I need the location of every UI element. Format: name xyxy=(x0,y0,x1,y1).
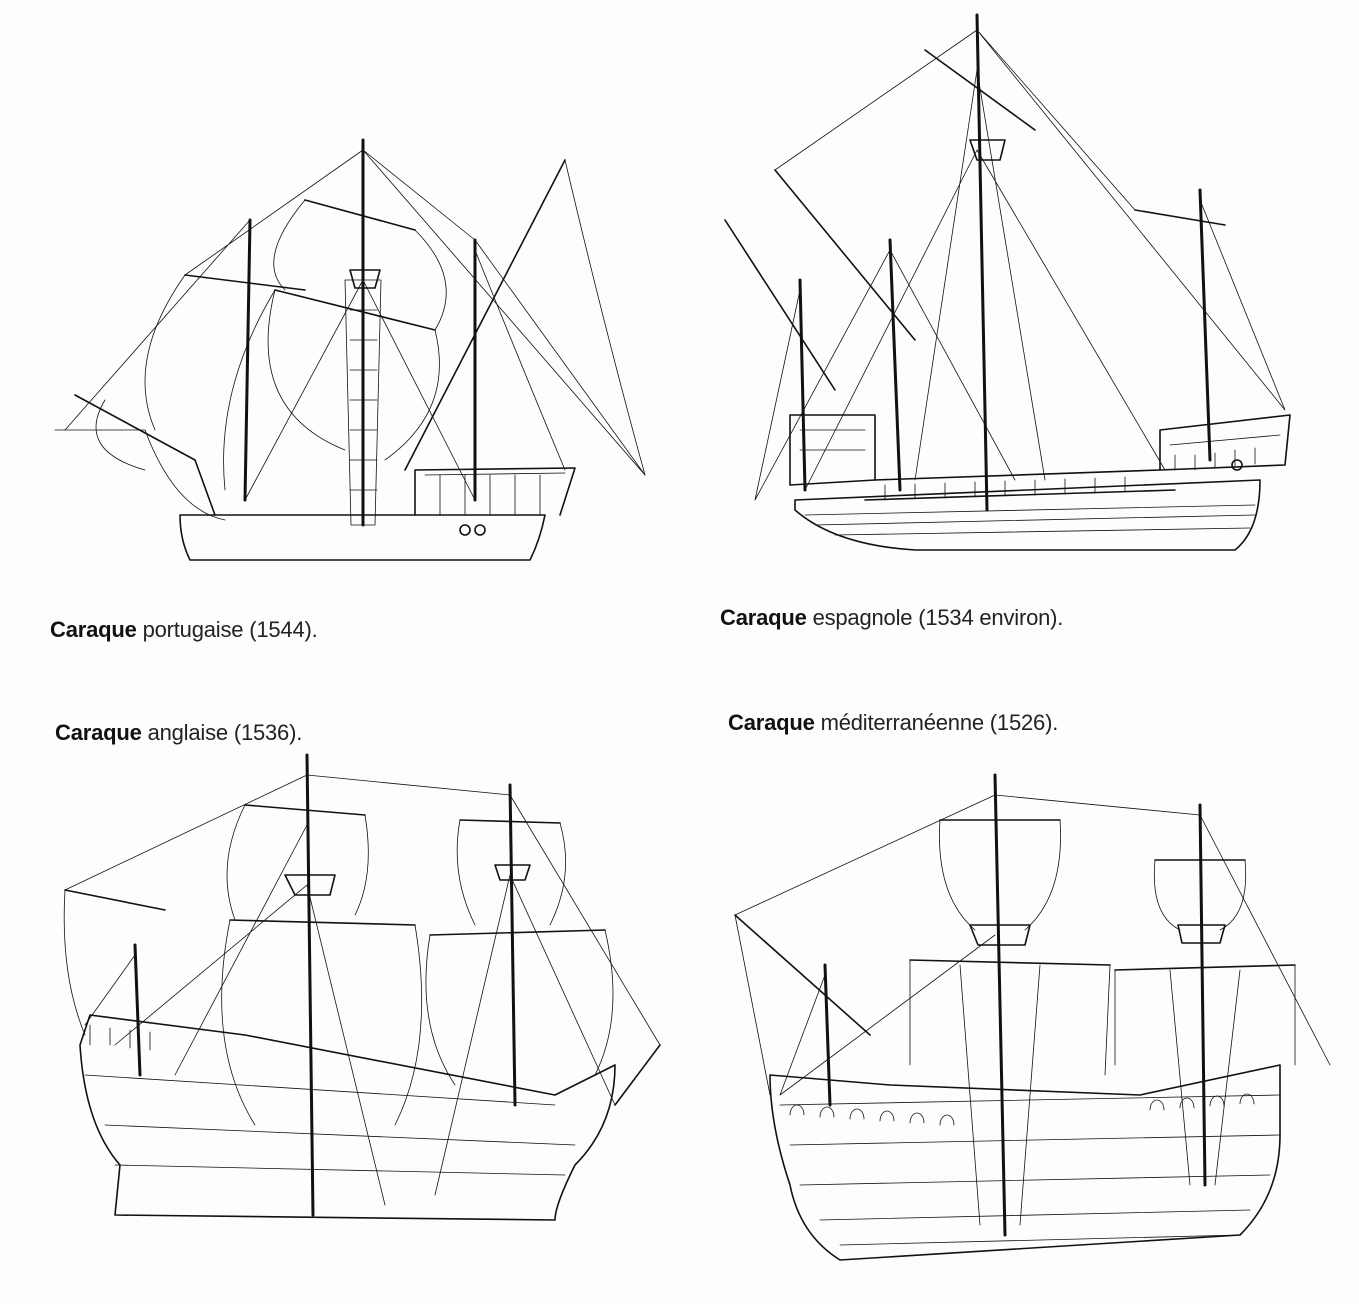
ship-illustration-english-carrack xyxy=(55,745,675,1230)
caption-description: anglaise (1536). xyxy=(147,720,303,745)
figure-caption-english: Caraque anglaise (1536). xyxy=(55,720,302,746)
figure-caption-spanish: Caraque espagnole (1534 environ). xyxy=(720,605,1063,631)
caption-description: espagnole (1534 environ). xyxy=(812,605,1064,630)
ship-illustration-portuguese-carrack xyxy=(45,130,665,570)
figure-caption-mediterranean: Caraque méditerranéenne (1526). xyxy=(728,710,1058,736)
caption-term: Caraque xyxy=(728,710,815,735)
figure-caption-portuguese: Caraque portugaise (1544). xyxy=(50,617,318,643)
ship-illustration-spanish-carrack xyxy=(715,10,1315,570)
caption-description: méditerranéenne (1526). xyxy=(820,710,1059,735)
caption-description: portugaise (1544). xyxy=(142,617,318,642)
caption-term: Caraque xyxy=(50,617,137,642)
ship-illustration-mediterranean-carrack xyxy=(720,765,1350,1275)
caption-term: Caraque xyxy=(720,605,807,630)
caption-term: Caraque xyxy=(55,720,142,745)
